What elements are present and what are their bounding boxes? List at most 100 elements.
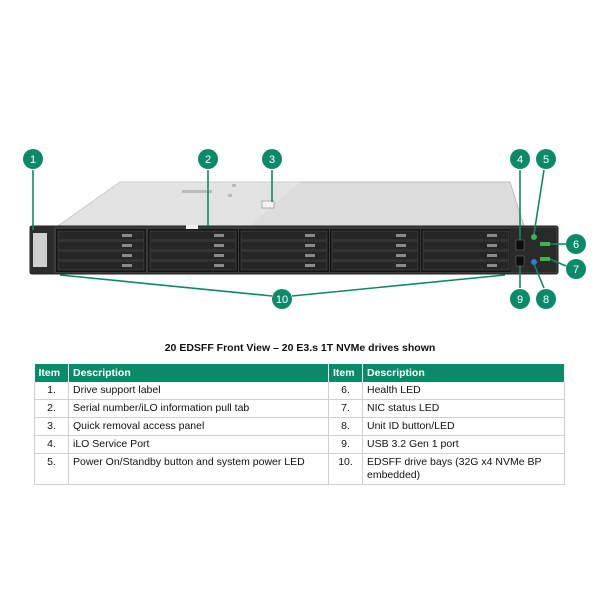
drive-bay [240,230,328,241]
drive-bay [422,260,510,271]
item-number: 4. [34,435,69,454]
item-description: Serial number/iLO information pull tab [68,399,329,418]
header-item-left: Item [34,364,69,382]
drive-latch [214,264,224,267]
svg-text:10: 10 [276,294,288,306]
item-description: NIC status LED [362,399,565,418]
svg-text:3: 3 [269,154,275,166]
drive-bay [331,230,419,241]
power-button [531,234,537,240]
svg-text:7: 7 [573,264,579,276]
table-row: 3. Quick removal access panel 8. Unit ID… [34,417,565,436]
drive-latch [396,244,406,247]
table-row: 1. Drive support label 6. Health LED [34,382,565,400]
drive-bay [331,250,419,261]
table-row: 5. Power On/Standby button and system po… [34,453,565,485]
item-description: iLO Service Port [68,435,329,454]
health-led [540,242,550,246]
callout-4: 4 [510,149,530,169]
drive-latch [487,244,497,247]
legend-header-row: Item Description Item Description [34,364,565,382]
item-description: Drive support label [68,382,329,400]
item-number: 3. [34,417,69,436]
diagram-caption: 20 EDSFF Front View – 20 E3.s 1T NVMe dr… [164,342,436,354]
header-description-right: Description [362,364,565,382]
item-number: 7. [328,399,363,418]
callout-7: 7 [566,259,586,279]
drive-latch [214,234,224,237]
unit-id-button [531,259,537,265]
drive-bay [240,250,328,261]
item-number: 5. [34,453,69,485]
drive-latch [305,244,315,247]
drive-support-label [33,233,47,267]
item-description: Unit ID button/LED [362,417,565,436]
drive-bay [149,250,237,261]
header-item-right: Item [328,364,363,382]
drive-bay [422,250,510,261]
callout-3: 3 [262,149,282,169]
drive-bay [422,240,510,251]
item-description: USB 3.2 Gen 1 port [362,435,565,454]
serial-number-pull-tab [186,225,198,229]
item-description: Power On/Standby button and system power… [68,453,329,485]
callout-2: 2 [198,149,218,169]
callout-1: 1 [23,149,43,169]
item-number: 8. [328,417,363,436]
drive-bay [57,250,145,261]
drive-latch [305,254,315,257]
drive-latch [487,264,497,267]
drive-latch [305,234,315,237]
drive-latch [305,264,315,267]
nic-status-led [540,257,550,261]
drive-latch [122,244,132,247]
legend-table: Item Description Item Description 1. Dri… [34,364,565,485]
drive-latch [214,254,224,257]
drive-bay [149,240,237,251]
drive-bay [57,230,145,241]
table-row: 2. Serial number/iLO information pull ta… [34,399,565,418]
item-number: 9. [328,435,363,454]
callout-9: 9 [510,289,530,309]
drive-bay [422,230,510,241]
item-number: 1. [34,382,69,400]
svg-text:8: 8 [543,294,549,306]
lid-shading [58,182,300,226]
usb-port [515,255,525,267]
drive-bay [240,240,328,251]
edsff-drive-bays [56,229,511,272]
svg-text:4: 4 [517,154,523,166]
server-front-diagram: 1 2 3 4 5 6 7 8 9 10 [23,149,586,309]
drive-latch [396,234,406,237]
drive-latch [396,254,406,257]
callout-5: 5 [536,149,556,169]
callout-6: 6 [566,234,586,254]
svg-text:9: 9 [517,294,523,306]
drive-bay [149,260,237,271]
table-row: 4. iLO Service Port 9. USB 3.2 Gen 1 por… [34,435,565,454]
callout-8: 8 [536,289,556,309]
item-number: 10. [328,453,363,485]
drive-bay [149,230,237,241]
drive-bay [57,240,145,251]
drive-bay [57,260,145,271]
ilo-service-port [515,239,525,251]
item-description: Quick removal access panel [68,417,329,436]
header-description-left: Description [68,364,329,382]
drive-latch [487,234,497,237]
svg-text:6: 6 [573,239,579,251]
drive-latch [487,254,497,257]
leader-lines [32,169,567,297]
item-description: Health LED [362,382,565,400]
item-description: EDSFF drive bays (32G x4 NVMe BP embedde… [362,453,565,485]
drive-latch [396,264,406,267]
drive-bay [331,260,419,271]
item-number: 6. [328,382,363,400]
svg-text:1: 1 [30,154,36,166]
item-number: 2. [34,399,69,418]
drive-latch [122,234,132,237]
drive-latch [122,254,132,257]
drive-bay [331,240,419,251]
quick-removal-access-panel [261,200,275,209]
svg-text:5: 5 [543,154,549,166]
